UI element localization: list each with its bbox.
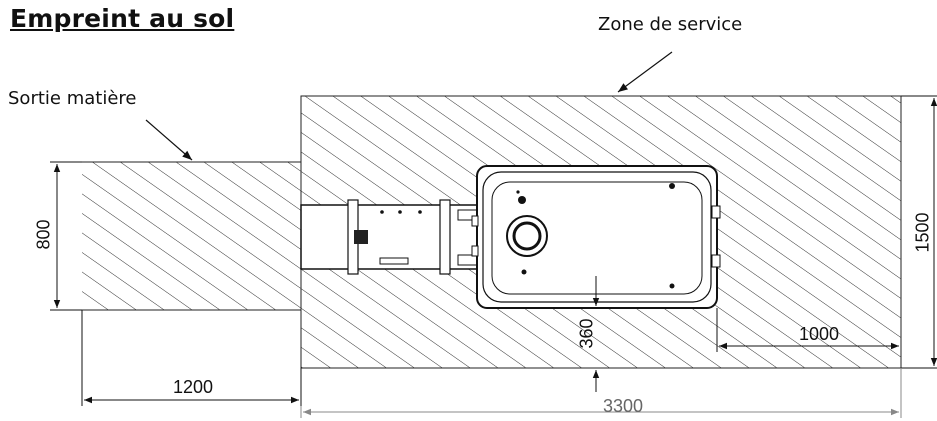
dimension-exit-height xyxy=(50,161,82,311)
dimension-exit-height-label: 800 xyxy=(33,219,54,250)
dimension-exit-length xyxy=(81,310,302,406)
dimension-zone-height xyxy=(901,95,937,369)
exit-conveyor xyxy=(300,199,479,275)
material-exit-leader xyxy=(145,119,193,161)
dimension-total-length xyxy=(300,368,902,418)
service-zone-label: Zone de service xyxy=(598,14,743,35)
dimension-zone-height-label: 1500 xyxy=(912,212,933,253)
material-exit-label: Sortie matière xyxy=(8,88,137,109)
service-zone-leader xyxy=(617,51,673,93)
dimension-bottom-clearance-label: 360 xyxy=(576,318,597,349)
dimension-total-length-label: 3300 xyxy=(603,396,644,416)
dimension-exit-length-label: 1200 xyxy=(173,377,214,397)
dimension-side-clearance-label: 1000 xyxy=(799,324,840,344)
material-exit-area xyxy=(82,161,301,311)
page-title: Empreint au sol xyxy=(10,4,235,33)
dimension-side-clearance xyxy=(716,308,899,352)
